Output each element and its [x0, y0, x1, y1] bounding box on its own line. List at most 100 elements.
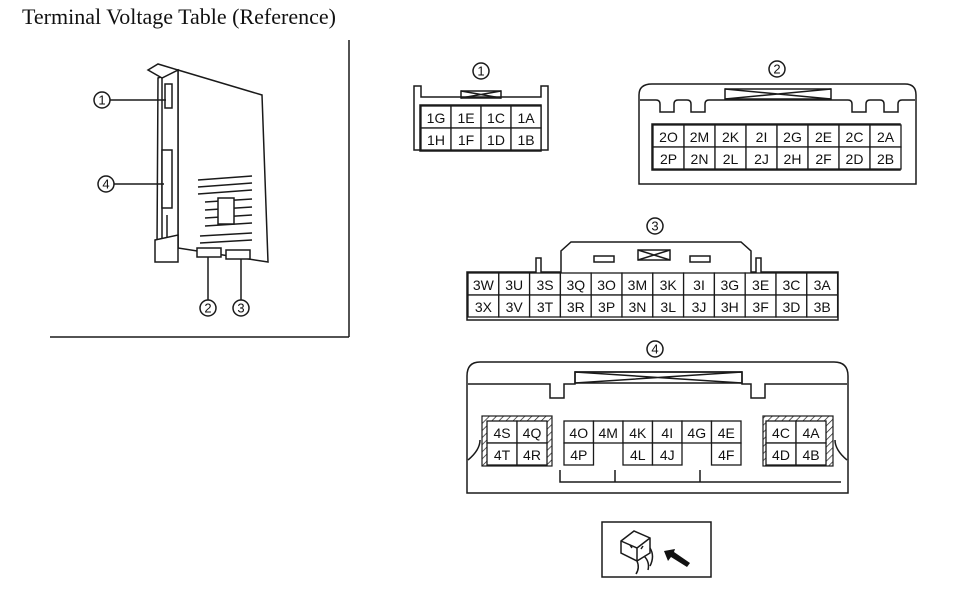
pin-label: 3G: [720, 277, 739, 293]
pin-label: 1C: [487, 110, 505, 126]
page-title: Terminal Voltage Table (Reference): [22, 4, 336, 29]
pin-label: 2O: [659, 129, 678, 145]
pin-label: 4J: [660, 447, 675, 463]
pin-label: 1B: [517, 132, 534, 148]
pin-cell: [710, 442, 742, 466]
pin-label: 3H: [721, 299, 739, 315]
pin-label: 3W: [473, 277, 495, 293]
pin-label: 2H: [784, 151, 802, 167]
pin-label: 4I: [661, 425, 673, 441]
pin-label: 2A: [877, 129, 895, 145]
pin-label: 3U: [505, 277, 523, 293]
pin-label: 3D: [782, 299, 800, 315]
pin-label: 3S: [536, 277, 553, 293]
pin-label: 3I: [693, 277, 705, 293]
pin-cell: [510, 127, 542, 151]
pin-label: 2F: [815, 151, 831, 167]
pin-cell: [651, 442, 683, 466]
connector-4-label: 4: [651, 342, 658, 357]
pin-label: 4G: [687, 425, 706, 441]
pin-label: 4M: [599, 425, 618, 441]
pin-label: 4R: [523, 447, 541, 463]
control-unit-panel: 1 4 2 3: [50, 40, 350, 338]
pin-label: 3B: [814, 299, 831, 315]
pin-cell: [516, 442, 548, 466]
pin-label: 4K: [629, 425, 647, 441]
connector-2: 2 2O 2M 2K 2I 2G 2E 2C 2A 2P 2N 2L 2J 2H 2F 2D 2B: [638, 60, 917, 185]
pin-label: 4L: [630, 447, 646, 463]
pin-label: 1D: [487, 132, 505, 148]
pin-label: 2M: [690, 129, 709, 145]
pin-label: 3L: [660, 299, 676, 315]
pin-label: 2D: [846, 151, 864, 167]
pin-label: 4C: [772, 425, 790, 441]
pin-cell: [869, 146, 902, 170]
connector-3: 3 3W 3U 3S 3Q 3O 3M 3K 3I 3G 3E 3C 3A 3X 3V 3T 3R 3P 3N 3L…: [466, 217, 839, 321]
pin-label: 2E: [815, 129, 832, 145]
svg-text:2: 2: [204, 301, 211, 316]
pin-label: 3Q: [566, 277, 585, 293]
harness-side-connector-icon: [620, 530, 654, 575]
pin-label: 1A: [517, 110, 535, 126]
connector-1-label: 1: [477, 64, 484, 79]
connector-3-callout: [646, 217, 664, 235]
connector-2-label: 2: [773, 62, 780, 77]
pin-label: 2I: [756, 129, 768, 145]
connector-2-callout: [768, 60, 786, 78]
svg-text:3: 3: [237, 301, 244, 316]
arrow-icon: [664, 549, 690, 567]
unit-callout-2: 2: [199, 257, 217, 317]
pin-label: 3A: [814, 277, 832, 293]
pin-label: 3N: [628, 299, 646, 315]
pin-label: 3T: [537, 299, 554, 315]
pin-label: 2B: [877, 151, 894, 167]
connector-3-label: 3: [651, 219, 658, 234]
unit-callout-3: 3: [232, 259, 250, 317]
pin-label: 3P: [598, 299, 615, 315]
pin-label: 3V: [506, 299, 524, 315]
pin-label: 4T: [494, 447, 511, 463]
pin-label: 4A: [802, 425, 820, 441]
pin-label: 3J: [692, 299, 707, 315]
unit-callout-4: 4: [97, 175, 164, 193]
pin-label: 3M: [628, 277, 647, 293]
unit-callout-1: 1: [93, 91, 166, 109]
pin-cell: [563, 442, 595, 466]
pin-label: 1F: [458, 132, 474, 148]
svg-text:1: 1: [98, 93, 105, 108]
pin-label: 2P: [660, 151, 677, 167]
pin-label: 1E: [457, 110, 474, 126]
pin-label: 2G: [783, 129, 802, 145]
pin-label: 2L: [723, 151, 739, 167]
pin-label: 3O: [597, 277, 616, 293]
pin-label: 2J: [754, 151, 769, 167]
pin-cell: [795, 442, 827, 466]
pin-label: 3E: [752, 277, 769, 293]
pin-label: 2K: [722, 129, 740, 145]
pin-cell: [806, 294, 839, 318]
pin-label: 4O: [569, 425, 588, 441]
pin-label: 1G: [427, 110, 446, 126]
pin-label: 4Q: [523, 425, 542, 441]
pin-label: 3K: [660, 277, 678, 293]
pin-label: 1H: [427, 132, 445, 148]
pin-label: 4B: [802, 447, 819, 463]
control-unit-icon: [146, 63, 269, 263]
pin-label: 3F: [752, 299, 768, 315]
pin-label: 3X: [475, 299, 493, 315]
svg-text:4: 4: [102, 177, 109, 192]
pin-label: 3R: [567, 299, 585, 315]
pin-label: 4D: [772, 447, 790, 463]
harness-side-icon-box: [601, 521, 712, 578]
pin-label: 2C: [846, 129, 864, 145]
pin-label: 3C: [782, 277, 800, 293]
pin-label: 2N: [691, 151, 709, 167]
connector-1: 1 1G 1E 1C 1A 1H 1F 1D 1B: [413, 62, 549, 152]
pin-label: 4P: [570, 447, 587, 463]
connector-1-callout: [472, 62, 490, 80]
pin-label: 4E: [718, 425, 735, 441]
connector-4-callout: [646, 340, 664, 358]
pin-label: 4F: [718, 447, 734, 463]
